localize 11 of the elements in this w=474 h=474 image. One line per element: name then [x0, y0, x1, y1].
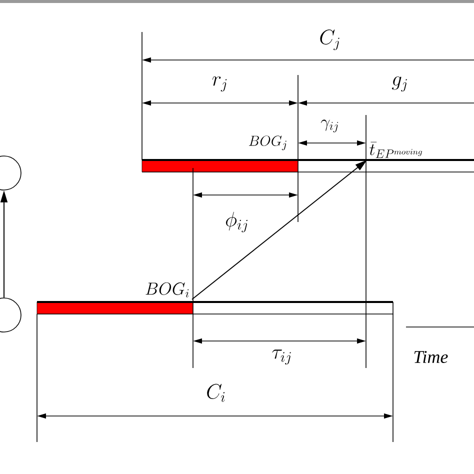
point-label: $BOG_{i}$ [146, 282, 189, 298]
dimension-label: $g_j$ [392, 76, 407, 92]
dimension-label: $C_i$ [207, 384, 225, 402]
dimension-label: $BOG_{j}$ [249, 136, 286, 150]
dimension-label: $r_j$ [212, 76, 227, 92]
point-label: $\bar{t}_{EP^{moving}}$ [370, 142, 422, 158]
dimension-label: $\phi_{ij}$ [226, 212, 248, 232]
dimension-label: $\gamma_{ij}$ [320, 120, 338, 132]
axis-label: Time [414, 350, 448, 364]
dimension-label: $\tau_{ij}$ [272, 350, 291, 365]
dimension-label: $C_j$ [320, 30, 340, 50]
